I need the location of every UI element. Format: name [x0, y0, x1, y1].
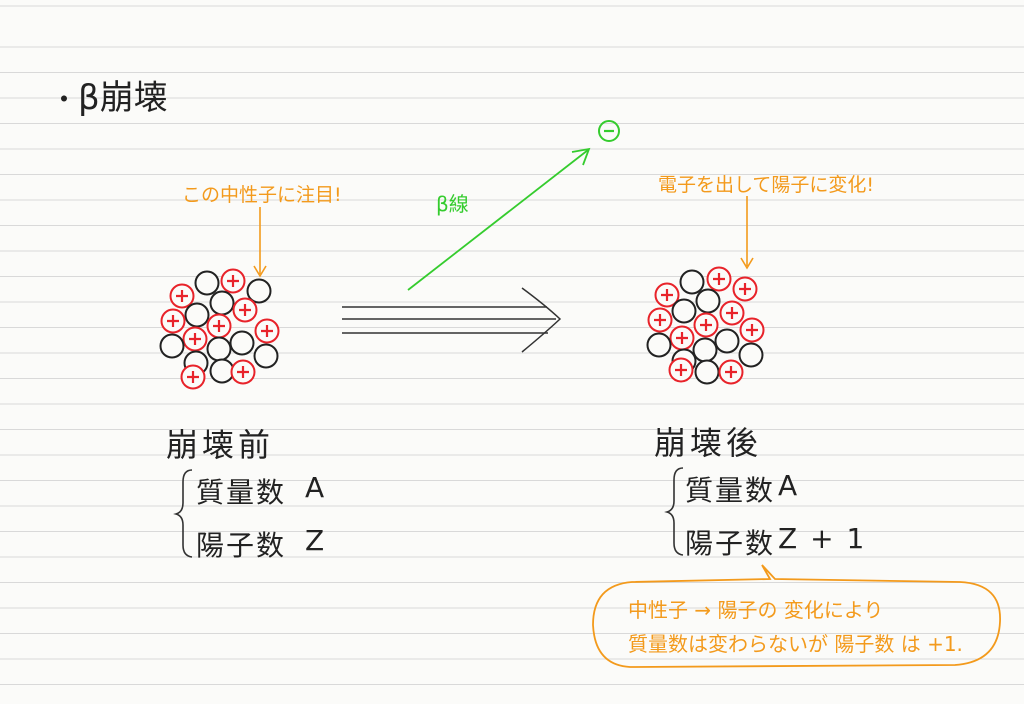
before-mass-label: 質量数 [196, 476, 287, 509]
before-neutron-14 [253, 343, 279, 369]
plus-icon [227, 275, 239, 287]
before-neutron-6 [184, 302, 210, 328]
before-neutron-0 [194, 270, 220, 296]
plus-icon [187, 371, 199, 383]
after-neutron-13 [692, 337, 718, 363]
plus-icon [189, 333, 201, 345]
after-proton-label: 陽子数 [685, 527, 776, 560]
after-neutron-11 [714, 328, 740, 354]
after-proton-value: Z + 1 [778, 522, 867, 555]
page-title: ・β崩壊 [50, 78, 168, 118]
note-line-2: 質量数は変わらないが 陽子数 は +1. [628, 632, 963, 656]
left-pointer-arrow [253, 207, 267, 278]
plus-icon [746, 324, 758, 336]
before-neutron-11 [229, 330, 255, 356]
plus-icon [167, 315, 179, 327]
plus-icon [176, 290, 188, 302]
before-proton-label: 陽子数 [196, 529, 287, 562]
heading-text: β崩壊 [78, 78, 168, 118]
after-neutron-16 [694, 359, 720, 385]
electron-icon [598, 120, 620, 142]
before-proton-value: Z [305, 524, 327, 557]
plus-icon [654, 314, 666, 326]
beta-ray-label: β線 [436, 192, 469, 216]
plus-icon [661, 289, 673, 301]
after-neutron-4 [695, 288, 721, 314]
before-neutron-12 [159, 333, 185, 359]
note-bubble [592, 564, 1001, 668]
after-brace [664, 467, 684, 556]
plus-icon [725, 366, 737, 378]
before-mass-value: A [305, 471, 327, 504]
after-neutron-12 [646, 332, 672, 358]
after-mass-value: A [778, 469, 800, 502]
before-neutron-4 [209, 290, 235, 316]
reaction-arrow [342, 287, 562, 353]
before-neutron-13 [206, 336, 232, 362]
after-neutron-14 [738, 342, 764, 368]
plus-icon [700, 319, 712, 331]
after-title: 崩壊後 [654, 424, 763, 462]
plus-icon [675, 364, 687, 376]
after-neutron-6 [671, 298, 697, 324]
before-neutron-3 [246, 278, 272, 304]
plus-icon [739, 283, 751, 295]
plus-icon [676, 332, 688, 344]
plus-icon [261, 325, 273, 337]
after-mass-label: 質量数 [685, 474, 776, 507]
plus-icon [237, 366, 249, 378]
plus-icon [213, 320, 225, 332]
beta-ray-arrow [407, 147, 591, 291]
annotation-left: この中性子に注目! [182, 184, 342, 206]
plus-icon [239, 304, 251, 316]
before-neutron-16 [209, 358, 235, 384]
after-neutron-0 [679, 269, 705, 295]
nucleus-before [159, 268, 280, 390]
right-pointer-arrow [740, 196, 754, 270]
plus-icon [726, 307, 738, 319]
plus-icon [713, 273, 725, 285]
before-brace [173, 469, 193, 558]
before-title: 崩壊前 [166, 426, 275, 464]
annotation-right: 電子を出して陽子に変化! [658, 174, 875, 196]
note-line-1: 中性子 → 陽子の 変化により [628, 598, 884, 622]
nucleus-after [646, 266, 765, 385]
